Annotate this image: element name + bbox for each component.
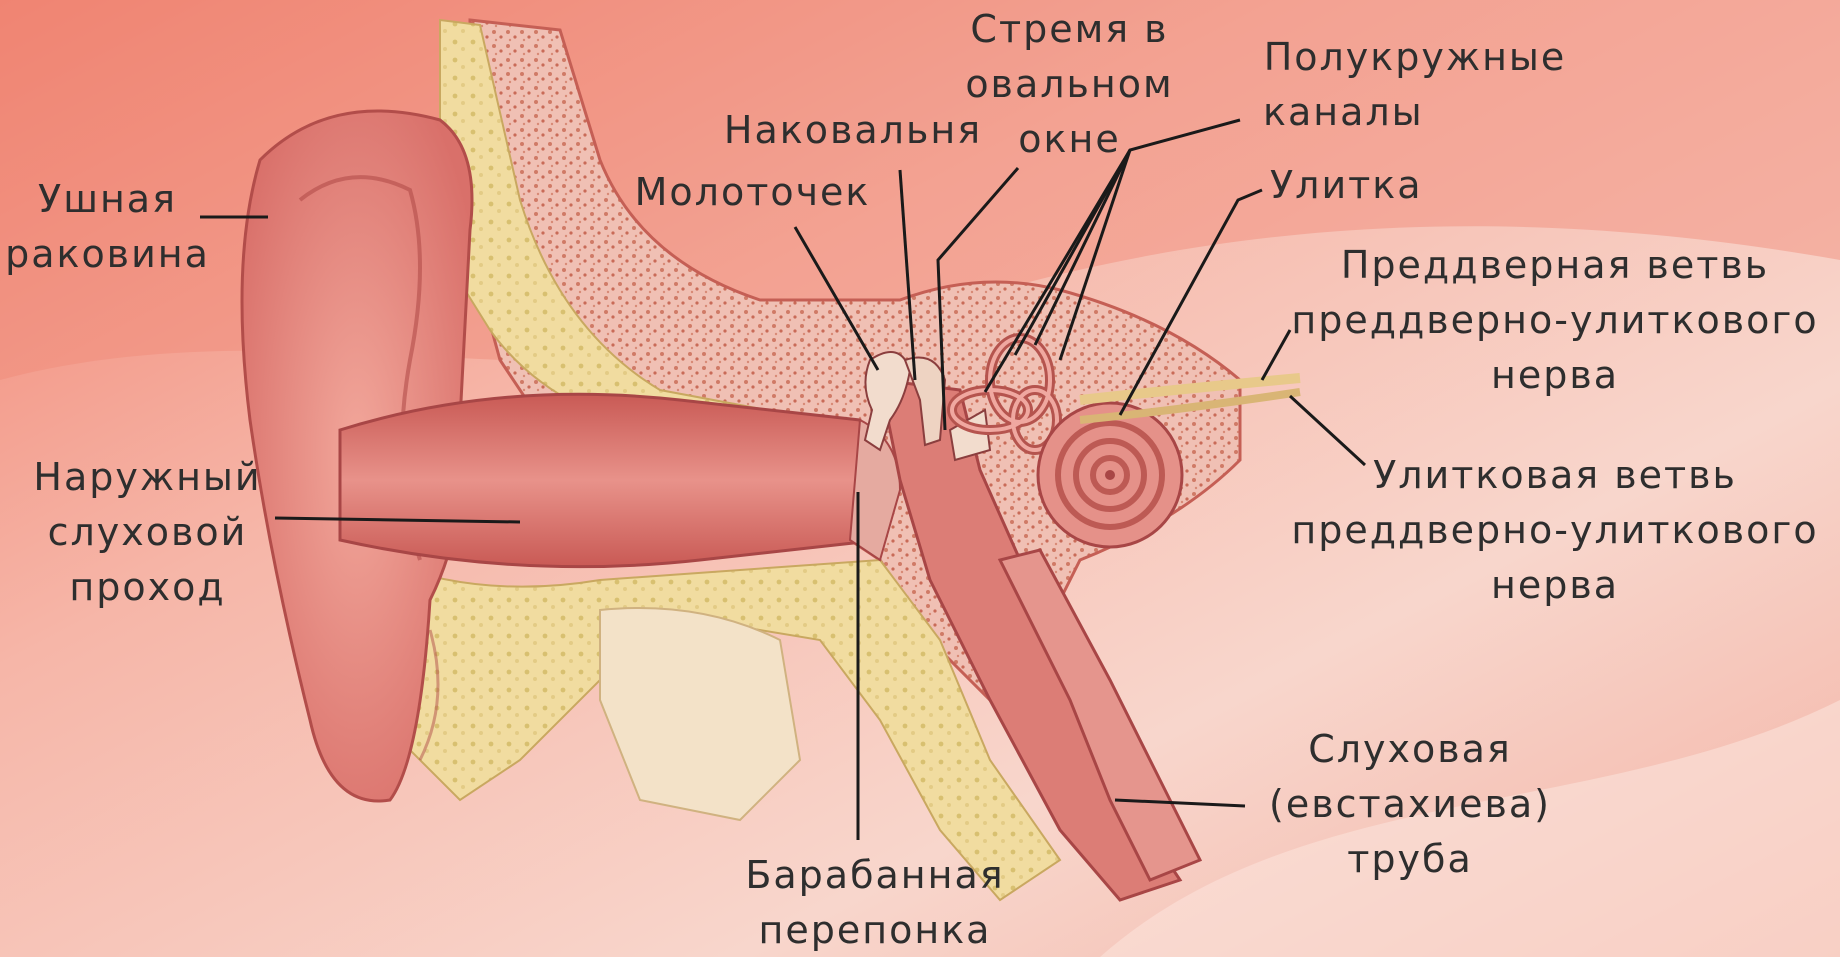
label-ear-canal-line-1: Наружный: [15, 450, 280, 505]
label-hammer-line-1: Молоточек: [620, 165, 885, 220]
label-auricle-line-2: раковина: [0, 227, 215, 282]
label-cochlear-nerve: Улитковая ветвь преддверно-улиткового не…: [1270, 448, 1840, 613]
label-eustachian-line-3: труба: [1250, 832, 1570, 887]
label-anvil-line-1: Наковальня: [718, 103, 988, 158]
label-eustachian-line-1: Слуховая: [1250, 722, 1570, 777]
label-stirrup-line-3: окне: [952, 112, 1187, 167]
label-hammer: Молоточек: [620, 165, 885, 220]
label-cochlea-line-1: Улитка: [1270, 158, 1450, 213]
label-eardrum-line-1: Барабанная: [720, 848, 1030, 903]
label-stirrup: Стремя в овальном окне: [952, 2, 1187, 167]
label-eardrum: Барабанная перепонка: [720, 848, 1030, 958]
cochlea-shape: [1038, 403, 1182, 547]
ear-canal-shape: [340, 394, 880, 566]
label-stirrup-line-2: овальном: [952, 57, 1187, 112]
label-semicircular-canals: Полукружные каналы: [1255, 30, 1575, 140]
label-vestibular-nerve-line-1: Преддверная ветвь: [1270, 238, 1840, 293]
label-cochlear-nerve-line-2: преддверно-улиткового: [1270, 503, 1840, 558]
label-auricle-line-1: Ушная: [0, 172, 215, 227]
label-eustachian-line-2: (евстахиева): [1250, 777, 1570, 832]
label-vestibular-nerve: Преддверная ветвь преддверно-улиткового …: [1270, 238, 1840, 403]
label-ear-canal: Наружный слуховой проход: [15, 450, 280, 615]
label-vestibular-nerve-line-3: нерва: [1270, 348, 1840, 403]
label-semicircular-line-2: каналы: [1255, 85, 1575, 140]
label-vestibular-nerve-line-2: преддверно-улиткового: [1270, 293, 1840, 348]
label-ear-canal-line-3: проход: [15, 560, 280, 615]
label-anvil: Наковальня: [718, 103, 988, 158]
label-cochlea: Улитка: [1270, 158, 1450, 213]
label-stirrup-line-1: Стремя в: [952, 2, 1187, 57]
label-semicircular-line-1: Полукружные: [1255, 30, 1575, 85]
label-cochlear-nerve-line-1: Улитковая ветвь: [1270, 448, 1840, 503]
label-ear-canal-line-2: слуховой: [15, 505, 280, 560]
label-eustachian-tube: Слуховая (евстахиева) труба: [1250, 722, 1570, 887]
label-eardrum-line-2: перепонка: [720, 903, 1030, 958]
label-auricle: Ушная раковина: [0, 172, 215, 282]
label-cochlear-nerve-line-3: нерва: [1270, 558, 1840, 613]
